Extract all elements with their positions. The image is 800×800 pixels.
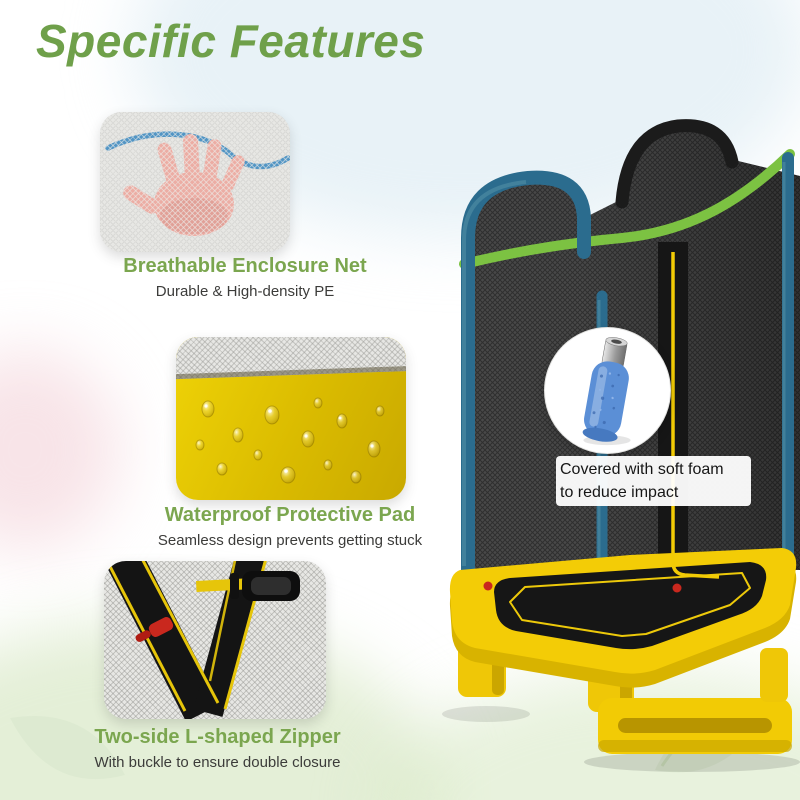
zipper-graphic: [104, 561, 300, 719]
feature-pad-caption: Waterproof Protective Pad Seamless desig…: [105, 504, 475, 549]
hand-on-net-graphic: [105, 131, 290, 236]
right-pole: [782, 152, 794, 574]
page-title: Specific Features: [36, 15, 426, 67]
floor-shadow: [442, 706, 530, 722]
feature-net-caption: Breathable Enclosure Net Durable & High-…: [60, 255, 430, 300]
water-droplets-graphic: [195, 397, 385, 484]
green-trim-band: [459, 149, 795, 269]
zipper-image: [104, 561, 326, 719]
foam-callout-line1: Covered with soft foam: [560, 461, 724, 478]
feature-pad-subtitle: Seamless design prevents getting stuck: [157, 532, 423, 549]
foam-pole-callout: [544, 327, 671, 454]
rear-arch-pole: [615, 119, 739, 209]
floor-shadow: [584, 752, 800, 772]
leaf-decoration-icon: [10, 715, 125, 780]
feature-net-subtitle: Durable & High-density PE: [155, 283, 335, 300]
waterproof-pad-image: [176, 337, 406, 500]
hand-pressing-mesh-net-image: [100, 112, 290, 252]
jumping-mat: [483, 562, 767, 650]
feature-zipper-caption: Two-side L-shaped Zipper With buckle to …: [30, 726, 405, 771]
feature-net-title: Breathable Enclosure Net: [123, 255, 367, 277]
feature-zipper-subtitle: With buckle to ensure double closure: [94, 754, 341, 771]
zipper-slider-icon: [135, 617, 174, 642]
foam-callout-line2: to reduce impact: [560, 484, 679, 502]
background-blob-pink: [0, 350, 120, 550]
foam-callout-caption: Covered with soft foam to reduce impact: [556, 456, 751, 507]
left-arch-pole: [461, 170, 591, 577]
red-knob: [483, 581, 493, 591]
buckle-icon: [196, 571, 300, 601]
feature-pad-title: Waterproof Protective Pad: [164, 504, 416, 526]
zipper-pull-icon: [672, 583, 682, 593]
foam-pole-graphic: [582, 337, 631, 446]
feature-zipper-title: Two-side L-shaped Zipper: [94, 726, 341, 748]
l-shaped-zipper-line: [671, 252, 720, 593]
